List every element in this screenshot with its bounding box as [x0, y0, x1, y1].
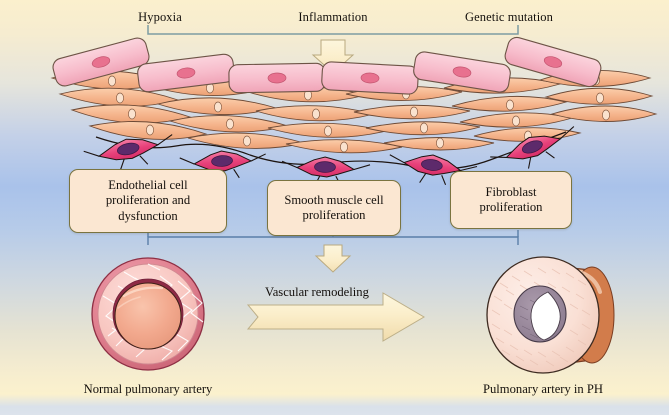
vascular-remodeling-label: Vascular remodeling: [265, 285, 369, 299]
vessel-wall-tissue: [50, 36, 658, 187]
smooth-muscle-box-line-2: proliferation: [302, 208, 366, 222]
stimulus-bracket: [147, 25, 519, 35]
normal-pulmonary-artery: [91, 257, 205, 371]
normal-artery-caption: Normal pulmonary artery: [83, 382, 213, 396]
ph-pulmonary-artery: [486, 256, 615, 374]
down-arrow-to-arteries: [314, 244, 352, 273]
endothelial-box-line-1: Endothelial cell: [108, 177, 188, 192]
ph-artery-caption: Pulmonary artery in PH: [483, 382, 603, 396]
vascular-remodeling-arrow: [246, 292, 425, 342]
fibroblast-box-line-2: proliferation: [479, 200, 543, 214]
fibroblast-box: Fibroblast proliferation: [450, 171, 572, 229]
fibroblast-box-line-1: Fibroblast: [485, 184, 537, 199]
stimulus-label-inflammation: Inflammation: [298, 10, 368, 24]
endothelial-box: Endothelial cell proliferation and dysfu…: [69, 169, 227, 233]
fibroblasts: [83, 126, 575, 187]
smooth-muscle-box: Smooth muscle cell proliferation: [267, 180, 401, 236]
stimulus-label-hypoxia: Hypoxia: [138, 10, 182, 24]
smooth-muscle-box-line-1: Smooth muscle cell: [284, 192, 384, 207]
endothelial-box-line-3: dysfunction: [118, 208, 178, 223]
endothelial-box-line-2: proliferation and: [105, 193, 191, 208]
endothelial-cells: [52, 36, 602, 95]
stimulus-label-genetic-mutation: Genetic mutation: [464, 10, 554, 24]
